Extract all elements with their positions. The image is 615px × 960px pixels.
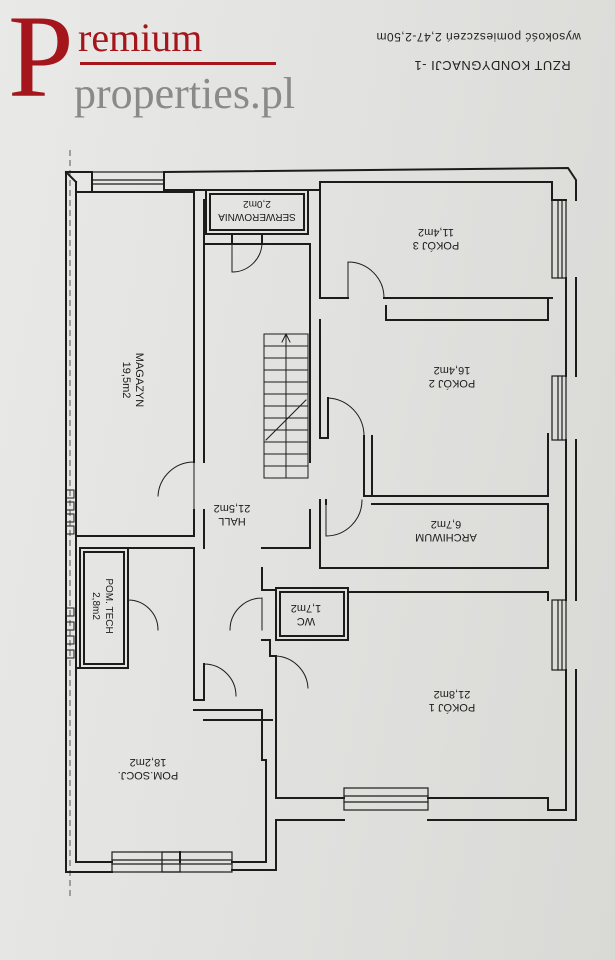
room-area: 16,4m2 (434, 364, 471, 376)
room-area: 2,8m2 (90, 592, 101, 620)
room-label-pom-socj: POM.SOCJ.18,2m2 (118, 756, 179, 781)
room-area: 1,7m2 (291, 602, 322, 614)
doors (127, 243, 385, 701)
room-name: POM.SOCJ. (118, 769, 179, 781)
room-area: 11,4m2 (418, 226, 454, 238)
logo-word-properties: properties.pl (74, 69, 296, 118)
room-name: SERWEROWNIA (218, 211, 296, 222)
level-heading: RZUT KONDYGNACJI -1 (414, 58, 571, 73)
windows (91, 171, 567, 873)
room-label-pokoj-2: POKÓJ 216,4m2 (429, 364, 475, 390)
room-label-wc: WC1,7m2 (291, 602, 322, 627)
room-name: POKÓJ 2 (429, 377, 475, 390)
room-name: MAGAZYN (133, 353, 145, 407)
room-name: POKÓJ 1 (429, 701, 475, 714)
height-note: wysokość pomieszczeń 2,47-2,50m (376, 30, 581, 44)
room-label-pokoj-3: POKÓJ 311,4m2 (413, 226, 459, 252)
room-area: 2,0m2 (243, 198, 271, 209)
room-name: POM. TECH (103, 578, 114, 633)
room-name: WC (297, 615, 315, 627)
logo-initial: P (8, 0, 74, 122)
stairs (263, 333, 309, 479)
room-area: 6,7m2 (431, 518, 462, 530)
room-name: HALL (218, 515, 246, 527)
room-name: POKÓJ 3 (413, 239, 459, 252)
room-area: 18,2m2 (130, 756, 167, 768)
logo-word-premium: remium (78, 15, 203, 60)
logo-underline (80, 62, 276, 65)
room-name: ARCHIWUM (415, 531, 477, 543)
room-label-serwerownia: SERWEROWNIA 2,0m2 (218, 198, 296, 222)
brand-logo: P remium properties.pl (8, 0, 348, 124)
interior-walls (75, 189, 553, 811)
ventilation-grilles (65, 489, 75, 659)
room-area: 21,8m2 (434, 688, 471, 700)
room-label-pokoj-1: POKÓJ 121,8m2 (429, 688, 475, 714)
room-area: 19,5m2 (120, 362, 132, 399)
room-area: 21,5m2 (214, 502, 251, 514)
